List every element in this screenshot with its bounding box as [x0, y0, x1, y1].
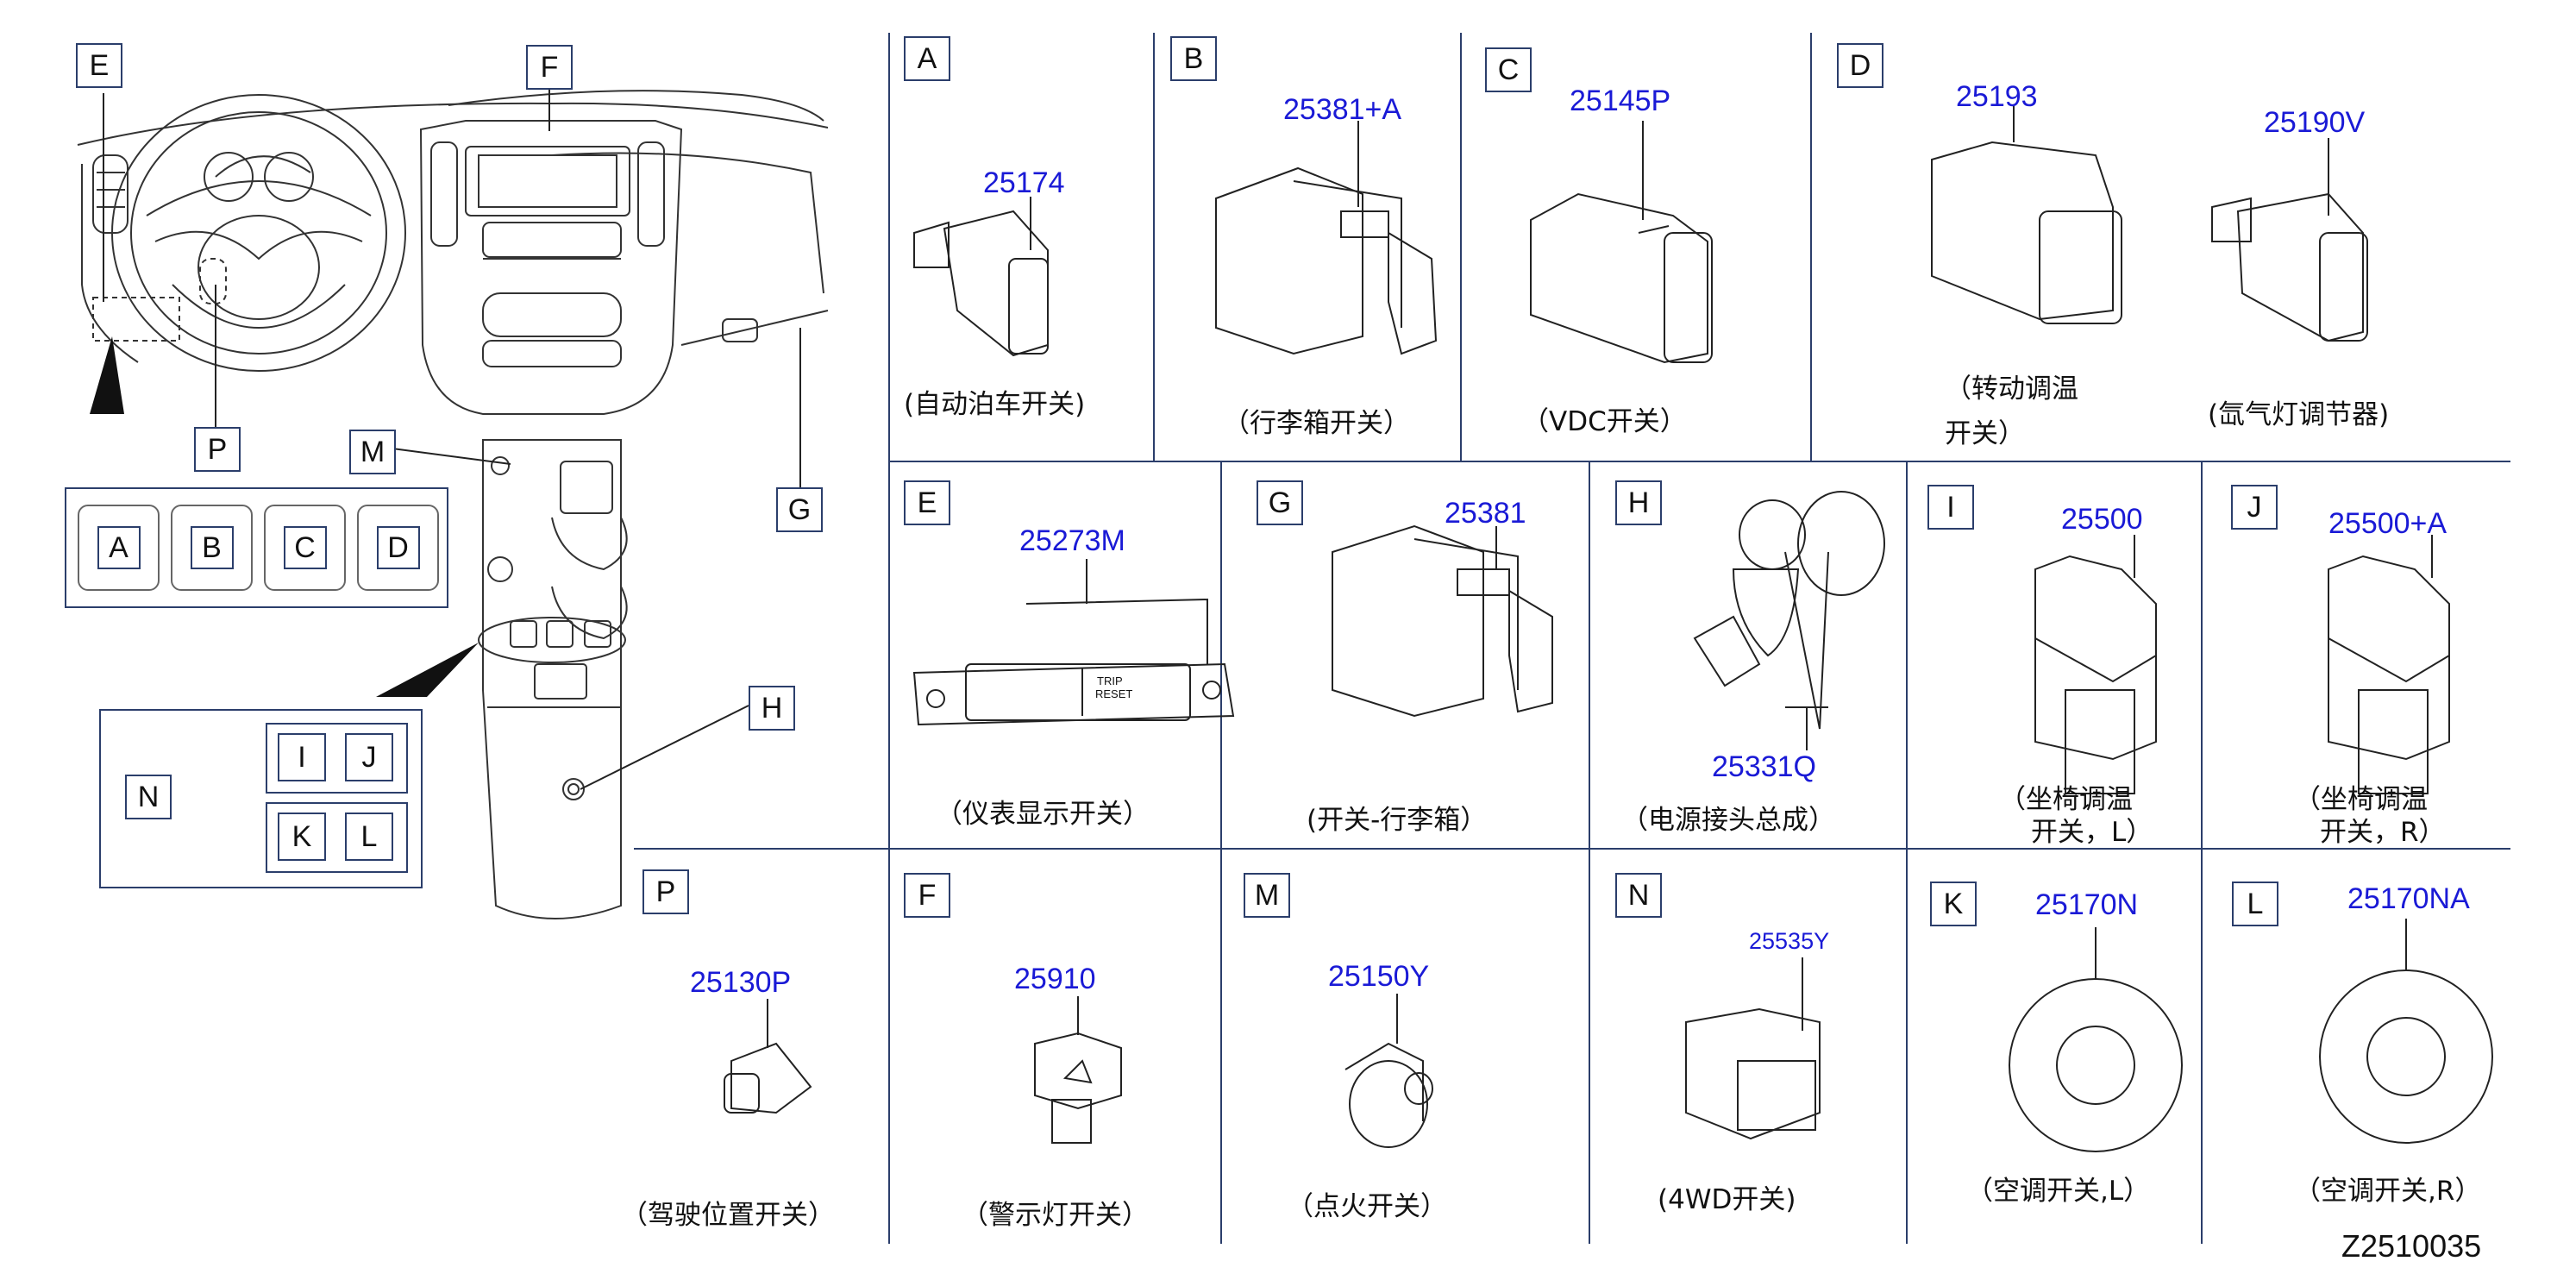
- panel-g-letter: G: [1257, 480, 1303, 525]
- panel-d-name-1a: （转动调温: [1945, 373, 2078, 405]
- panel-c-part-number: 25145P: [1570, 85, 1671, 117]
- panel-m-letter: M: [1244, 873, 1290, 918]
- panel-h-letter: H: [1615, 480, 1662, 525]
- label-j: J: [345, 733, 393, 781]
- panel-f-part-number: 25910: [1014, 963, 1096, 995]
- panel-f-letter: F: [904, 873, 950, 918]
- panel-l-name: （空调开关,R）: [2294, 1176, 2482, 1207]
- panel-c-name: （VDC开关）: [1522, 406, 1687, 437]
- panel-d-part-number-1: 25193: [1956, 80, 2038, 113]
- panel-b-letter: B: [1170, 36, 1217, 81]
- panel-d-letter: D: [1837, 43, 1883, 88]
- switch-slot-d: D: [357, 505, 439, 591]
- panel-f-name: （警示灯开关）: [962, 1200, 1149, 1231]
- callout-h: H: [749, 686, 795, 731]
- panel-b-part-number: 25381+A: [1283, 93, 1402, 126]
- panel-l-letter: L: [2232, 882, 2278, 926]
- panel-d-part-number-2: 25190V: [2264, 106, 2366, 139]
- label-c: C: [283, 526, 327, 569]
- callout-g: G: [776, 487, 823, 532]
- label-i: I: [278, 733, 326, 781]
- switch-slot-a: A: [78, 505, 160, 591]
- panel-i-part-number: 25500: [2061, 503, 2143, 536]
- callout-e: E: [76, 43, 122, 88]
- callout-p: P: [194, 427, 241, 472]
- panel-k-letter: K: [1930, 882, 1977, 926]
- panel-p-letter: P: [642, 869, 689, 914]
- panel-n-name: (4WD开关): [1658, 1184, 1796, 1215]
- panel-e-letter: E: [904, 480, 950, 525]
- panel-p-name: （驾驶位置开关）: [621, 1200, 835, 1231]
- callout-f: F: [526, 45, 573, 90]
- label-d: D: [376, 526, 420, 569]
- panel-m-name: （点火开关）: [1287, 1191, 1447, 1222]
- panel-h-part-number: 25331Q: [1712, 750, 1816, 783]
- panel-d-name-2: (氙气灯调节器): [2208, 399, 2390, 430]
- panel-a-letter: A: [904, 36, 950, 81]
- panel-k-part-number: 25170N: [2035, 888, 2139, 921]
- panel-e-reset-label: RESET: [1095, 687, 1133, 700]
- panel-j-name-a: （坐椅调温: [2294, 784, 2428, 815]
- panel-e-name: （仪表显示开关）: [936, 799, 1150, 830]
- switch-slot-b: B: [171, 505, 253, 591]
- group-abcd: [65, 487, 448, 608]
- panel-j-name-b: 开关，R）: [2320, 817, 2446, 848]
- panel-i-name-b: 开关，L）: [2031, 817, 2153, 848]
- panel-p-part-number: 25130P: [690, 966, 792, 999]
- panel-i-letter: I: [1927, 485, 1974, 530]
- panel-j-part-number: 25500+A: [2328, 507, 2448, 540]
- panel-c-letter: C: [1485, 47, 1532, 92]
- diagram-code: Z2510035: [2341, 1228, 2482, 1264]
- panel-i-name-a: （坐椅调温: [1999, 784, 2133, 815]
- panel-e-part-number: 25273M: [1019, 524, 1125, 557]
- label-k: K: [278, 813, 326, 861]
- label-l: L: [345, 813, 393, 861]
- callout-m: M: [349, 430, 396, 474]
- panel-g-part-number: 25381: [1445, 497, 1526, 530]
- panel-e-trip-label: TRIP: [1097, 675, 1123, 687]
- panel-b-name: （行李箱开关）: [1223, 408, 1410, 439]
- dashboard-illustration: [77, 90, 829, 919]
- panel-a-name: (自动泊车开关): [904, 389, 1086, 420]
- panel-d-name-1b: 开关）: [1945, 418, 2025, 449]
- panel-n-letter: N: [1615, 873, 1662, 918]
- panel-m-part-number: 25150Y: [1328, 960, 1430, 993]
- panel-n-part-number: 25535Y: [1749, 928, 1830, 954]
- panel-j-letter: J: [2231, 485, 2278, 530]
- label-a: A: [97, 526, 141, 569]
- group-ij: [266, 723, 408, 794]
- group-n: [99, 709, 423, 888]
- group-kl: [266, 802, 408, 873]
- panel-l-part-number: 25170NA: [2347, 882, 2470, 915]
- switch-slot-c: C: [264, 505, 346, 591]
- panel-h-name: （电源接头总成）: [1621, 805, 1835, 836]
- panel-g-name: (开关-行李箱）: [1307, 805, 1488, 836]
- panel-k-name: （空调开关,L）: [1966, 1176, 2151, 1207]
- panel-a-part-number: 25174: [983, 166, 1065, 199]
- callout-n: N: [125, 775, 172, 819]
- label-b: B: [190, 526, 234, 569]
